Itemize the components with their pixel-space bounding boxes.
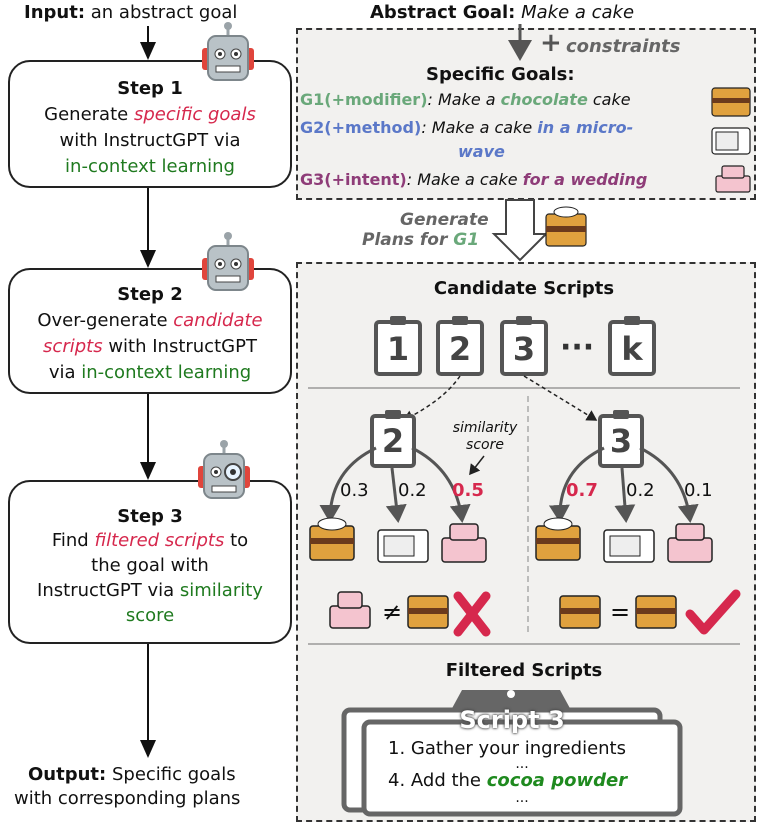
step-1-line-1: Generate specific goals (44, 104, 256, 125)
chocolate-cake-icon-eq-1 (559, 595, 601, 629)
microwave-icon (377, 529, 429, 563)
robot-icon-2 (202, 232, 254, 291)
output-line-1: Output: Specific goals (28, 764, 236, 785)
clipboard-num-k: k (621, 330, 643, 368)
chocolate-cake-icon-eq-2 (635, 595, 677, 629)
clipboard-num-1: 1 (386, 330, 410, 368)
step-3-line-3: InstructGPT via similarity (37, 580, 263, 601)
not-equal-sign: ≠ (382, 598, 403, 626)
step-1-line-2: with InstructGPT via (59, 130, 241, 151)
step-1-line-3: in-context learning (65, 156, 235, 177)
clipboard-num-2: 2 (448, 330, 472, 368)
goal-g1: G1(+modifier): Make a chocolate cake (300, 90, 631, 109)
chocolate-cake-icon-compare (407, 595, 449, 629)
step-1-title: Step 1 (117, 78, 183, 99)
generate-label-1: Generate (400, 210, 489, 230)
script-step-4: 4. Add the cocoa powder (388, 770, 628, 791)
clipboard-ellipsis: ··· (560, 330, 595, 365)
output-line-2: with corresponding plans (14, 788, 241, 809)
plus-sign: + (540, 28, 562, 58)
filtered-scripts-title: Filtered Scripts (445, 660, 603, 681)
cross-icon (453, 591, 491, 637)
goal-g2-cont: wave (458, 142, 505, 161)
script-3-title: Script 3 (459, 706, 565, 734)
step-2-box: Step 2 Over-generate candidate scripts w… (8, 268, 292, 394)
script-card (361, 719, 683, 817)
step-3-line-2: the goal with (91, 555, 209, 576)
step-2-title: Step 2 (117, 284, 183, 305)
generate-label-2: Plans for G1 (362, 230, 480, 250)
chocolate-cake-icon-generate (545, 206, 587, 247)
constraints-label: constraints (566, 36, 681, 57)
microwave-icon-g2 (711, 127, 751, 155)
abstract-goal-line: Abstract Goal: Make a cake (370, 2, 635, 23)
equal-sign: = (610, 598, 631, 626)
right-script-num: 3 (609, 422, 633, 460)
similarity-label-1: similarity (452, 420, 518, 436)
right-score-2: 0.2 (626, 480, 655, 501)
candidate-scripts-title: Candidate Scripts (433, 278, 615, 299)
step-3-box: Step 3 Find filtered scripts to the goal… (8, 480, 292, 644)
specific-goals-title: Specific Goals: (426, 64, 575, 85)
wedding-cake-icon-compare (329, 591, 371, 629)
script-step-1: 1. Gather your ingredients (388, 738, 626, 759)
left-score-3: 0.5 (452, 480, 484, 501)
clipboard-num-3: 3 (512, 330, 536, 368)
input-line: Input: an abstract goal (24, 2, 237, 23)
left-score-1: 0.3 (340, 480, 369, 501)
step-1-box: Step 1 Generate specific goals with Inst… (8, 60, 292, 188)
step-3-line-1: Find filtered scripts to (51, 530, 249, 551)
robot-icon-1 (202, 22, 254, 81)
goal-g3: G3(+intent): Make a cake for a wedding (300, 170, 648, 189)
chocolate-cake-icon (309, 517, 355, 561)
step-3-line-4: score (125, 605, 175, 626)
script-dots-2: ... (515, 790, 529, 806)
step-2-line-3: via in-context learning (48, 362, 252, 383)
microwave-icon-right (603, 529, 655, 563)
wedding-cake-icon-right (667, 523, 713, 563)
check-icon (685, 589, 741, 635)
step-2-line-1: Over-generate candidate (37, 310, 263, 331)
input-text: an abstract goal (90, 2, 238, 23)
chocolate-cake-icon-g1 (711, 87, 751, 117)
right-score-1: 0.7 (566, 480, 598, 501)
left-score-2: 0.2 (398, 480, 427, 501)
right-score-3: 0.1 (684, 480, 713, 501)
wedding-cake-icon-g3 (715, 165, 751, 193)
chocolate-cake-icon-right (535, 517, 581, 561)
step-3-title: Step 3 (117, 506, 183, 527)
similarity-label-2: score (466, 437, 504, 453)
script-dots-1: ... (515, 756, 529, 772)
wedding-cake-icon (441, 523, 487, 563)
robot-icon-3 (198, 440, 250, 499)
step-2-line-2: scripts with InstructGPT (43, 336, 257, 357)
goal-g2: G2(+method): Make a cake in a micro- (300, 118, 634, 137)
left-script-num: 2 (381, 422, 405, 460)
input-label: Input: (24, 2, 86, 23)
